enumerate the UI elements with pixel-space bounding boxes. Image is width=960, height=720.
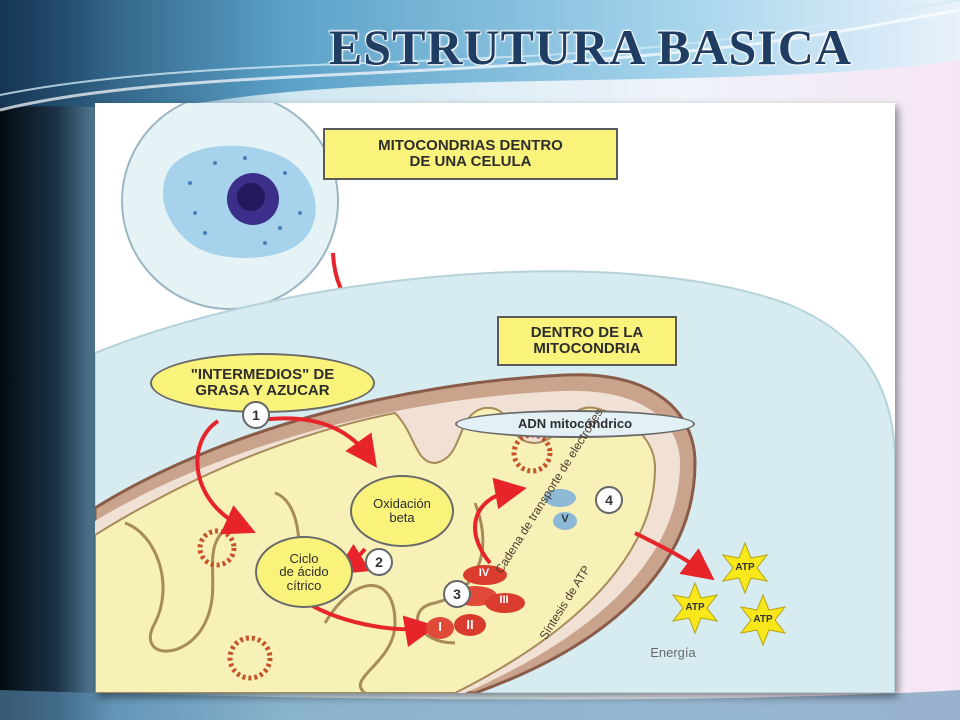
complex-3-label: III bbox=[499, 594, 509, 606]
diagram-panel: MITOCONDRIAS DENTRO DE UNA CELULA DENTRO… bbox=[95, 103, 895, 693]
step-4-badge: 4 bbox=[595, 486, 623, 514]
label-mito-line1: DENTRO DE LA bbox=[530, 324, 644, 342]
slide-title: ESTRUTURA BASICA bbox=[328, 19, 852, 75]
label-dna: ADN mitocóndrico bbox=[455, 410, 695, 438]
cell-illustration bbox=[121, 103, 339, 310]
label-mito-line2: MITOCONDRIA bbox=[533, 340, 641, 357]
atp-stars bbox=[671, 541, 787, 647]
label-cell-line1: MITOCONDRIAS DENTRO bbox=[378, 137, 563, 155]
step-1-badge: 1 bbox=[242, 401, 270, 429]
label-mito-box: DENTRO DE LA MITOCONDRIA bbox=[497, 316, 677, 366]
label-citric-line1: Ciclo bbox=[289, 550, 319, 566]
atp-label-2: ATP bbox=[685, 602, 705, 613]
complex-4-label: IV bbox=[478, 567, 490, 579]
complex-2-label: II bbox=[466, 617, 474, 632]
label-citric-cycle: Ciclo de ácido cítrico bbox=[255, 536, 353, 608]
label-citric-line3: cítrico bbox=[286, 577, 322, 593]
label-dna-text: ADN mitocóndrico bbox=[517, 416, 633, 432]
step-3-badge: 3 bbox=[443, 580, 471, 608]
step-2-badge: 2 bbox=[365, 548, 393, 576]
label-beta-line2: beta bbox=[389, 510, 415, 525]
label-citric-line2: de ácido bbox=[279, 564, 329, 580]
label-beta-line1: Oxidación bbox=[373, 496, 431, 512]
label-intermediates-line2: GRASA Y AZUCAR bbox=[195, 382, 330, 399]
label-energy: Energía bbox=[650, 645, 696, 660]
label-beta-oxidation: Oxidación beta bbox=[350, 475, 454, 547]
complex-1-label: I bbox=[438, 619, 442, 634]
label-cell-box: MITOCONDRIAS DENTRO DE UNA CELULA bbox=[323, 128, 618, 180]
label-intermediates-line1: "INTERMEDIOS" DE bbox=[190, 366, 335, 384]
complex-5-label: V bbox=[561, 513, 569, 525]
atp-label-1: ATP bbox=[735, 562, 755, 573]
label-cell-line2: DE UNA CELULA bbox=[409, 153, 532, 170]
atp-label-3: ATP bbox=[753, 614, 773, 625]
